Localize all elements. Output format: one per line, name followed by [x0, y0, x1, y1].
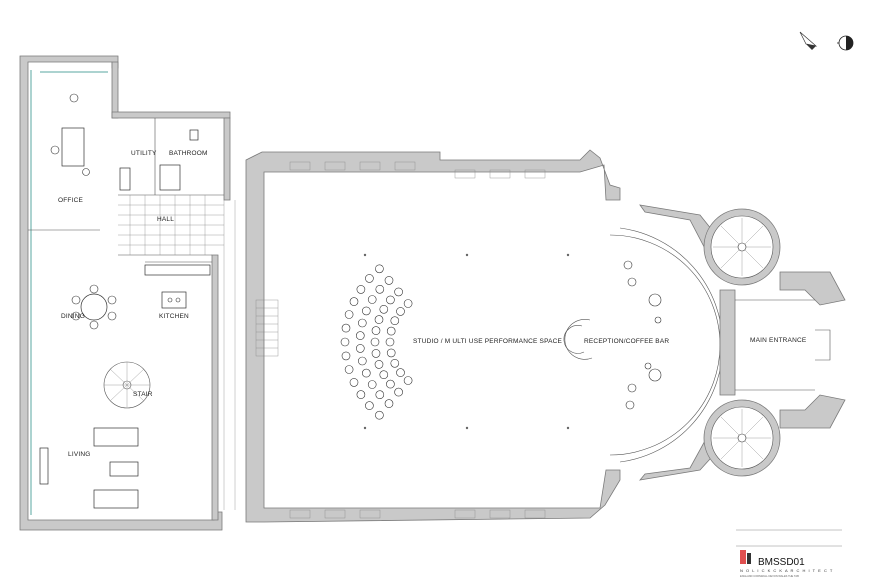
label-studio: STUDIO / M ULTI USE PERFORMANCE SPACE: [413, 338, 563, 345]
audience-seat: [403, 376, 413, 385]
audience-seat: [371, 326, 381, 335]
architect-logo-icon: [740, 550, 751, 564]
audience-seat: [365, 401, 374, 410]
audience-seat: [396, 368, 405, 377]
audience-seat: [356, 390, 366, 399]
audience-seat: [386, 348, 396, 358]
audience-seat: [355, 331, 365, 340]
label-living: LIVING: [68, 451, 91, 458]
audience-seat: [375, 284, 385, 294]
label-bathroom: BATHROOM: [169, 150, 208, 157]
audience-seat: [344, 310, 354, 319]
audience-seat: [386, 379, 395, 389]
audience-seat: [375, 410, 384, 420]
audience-seat: [375, 390, 385, 400]
label-hall: HALL: [157, 216, 174, 223]
audience-seat: [394, 287, 403, 297]
audience-seat: [379, 370, 389, 380]
audience-seat: [341, 351, 351, 361]
label-kitchen: KITCHEN: [159, 313, 189, 320]
audience-seat: [379, 304, 389, 314]
audience-seat: [344, 365, 354, 374]
audience-seat: [356, 285, 366, 294]
north-arrow-icon: [799, 31, 818, 50]
studio-hall: [245, 149, 723, 523]
audience-seat: [374, 360, 384, 369]
audience-seat: [367, 380, 377, 389]
label-utility: UTILITY: [131, 150, 157, 157]
title-block: BMSSD01 N O L I C K C K A R C H I T E C …: [736, 529, 842, 578]
house-block: [19, 55, 247, 531]
audience-seat: [386, 295, 395, 305]
audience-seat: [385, 337, 395, 347]
audience-seat: [367, 295, 377, 304]
audience-seat: [374, 315, 384, 324]
entrance-towers: [639, 204, 846, 481]
label-dining: DINING: [61, 313, 85, 320]
audience-seat: [349, 297, 359, 306]
audience-seat: [386, 326, 396, 336]
label-main-entrance: MAIN ENTRANCE: [750, 337, 807, 344]
label-stair: STAIR: [133, 391, 153, 398]
audience-seat: [357, 318, 367, 328]
audience-seat: [396, 307, 405, 316]
audience-seat: [390, 316, 400, 326]
label-office: OFFICE: [58, 197, 83, 204]
audience-seat: [370, 337, 380, 347]
audience-seat: [340, 337, 350, 347]
audience-seat: [390, 358, 400, 368]
audience-seat: [394, 387, 403, 397]
firm-name: N O L I C K C K A R C H I T E C T: [740, 568, 833, 573]
audience-seat: [371, 349, 381, 358]
audience-seat: [403, 299, 413, 308]
audience-seat: [365, 274, 374, 283]
audience-seat: [341, 323, 351, 333]
audience-seating: [340, 264, 413, 420]
audience-seat: [349, 378, 359, 387]
audience-seat: [355, 344, 365, 353]
compass-icon: [837, 35, 854, 51]
audience-seat: [384, 276, 394, 285]
label-reception: RECEPTION/COFFEE BAR: [584, 338, 669, 345]
audience-seat: [384, 399, 394, 408]
audience-seat: [361, 368, 371, 378]
firm-address: ENGLAND CORNWALL DEVON WALES THE TAB: [740, 574, 799, 578]
audience-seat: [361, 306, 371, 316]
drawing-number: BMSSD01: [758, 557, 805, 568]
audience-seat: [357, 356, 367, 366]
audience-seat: [375, 264, 384, 274]
